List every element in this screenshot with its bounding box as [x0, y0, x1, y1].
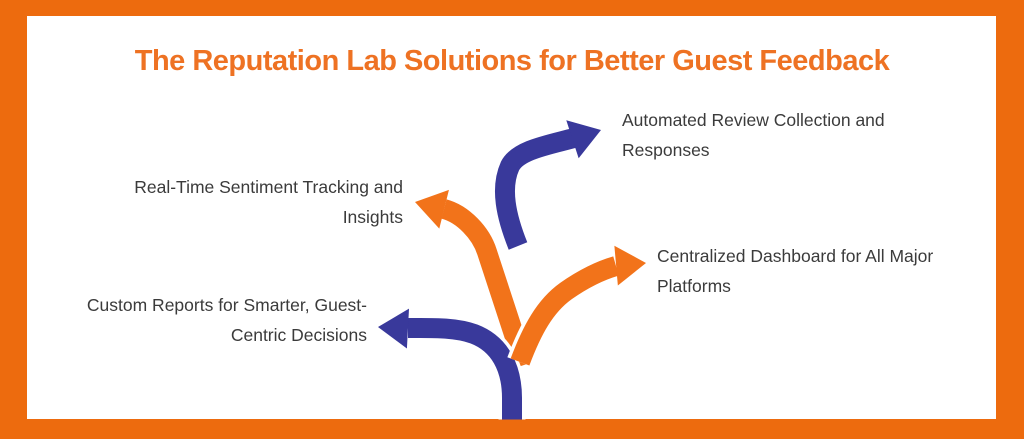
arrow-custom-reports: [378, 308, 526, 420]
arrow-shaft: [495, 128, 577, 250]
callout-realtime-sentiment: Real-Time Sentiment Tracking and Insight…: [103, 172, 403, 232]
arrowhead-icon: [614, 245, 646, 286]
arrowhead-icon: [415, 189, 449, 229]
arrow-centralized-dashboard: [507, 245, 646, 367]
callout-line: Custom Reports for Smarter, Guest-: [86, 295, 367, 315]
callout-custom-reports: Custom Reports for Smarter, Guest- Centr…: [57, 290, 367, 350]
arrow-realtime-sentiment: [415, 189, 537, 370]
callout-centralized-dashboard: Centralized Dashboard for All Major Plat…: [657, 241, 977, 301]
callout-line: Centric Decisions: [230, 325, 367, 345]
callout-line: Responses: [622, 140, 710, 160]
callout-line: Centralized Dashboard for All Major: [657, 246, 934, 266]
callout-automated-review: Automated Review Collection and Response…: [622, 105, 932, 165]
callout-line: Insights: [342, 207, 403, 227]
arrowhead-icon: [378, 308, 410, 349]
callout-line: Real-Time Sentiment Tracking and: [134, 177, 403, 197]
arrowhead-icon: [566, 120, 601, 159]
arrow-shaft: [407, 317, 522, 420]
page-title: The Reputation Lab Solutions for Better …: [134, 45, 890, 77]
callout-line: Automated Review Collection and: [622, 110, 885, 130]
arrow-shaft: [510, 256, 619, 366]
arrow-shaft: [440, 199, 534, 369]
arrow-automated-review: [491, 120, 601, 252]
callout-line: Platforms: [657, 276, 731, 296]
